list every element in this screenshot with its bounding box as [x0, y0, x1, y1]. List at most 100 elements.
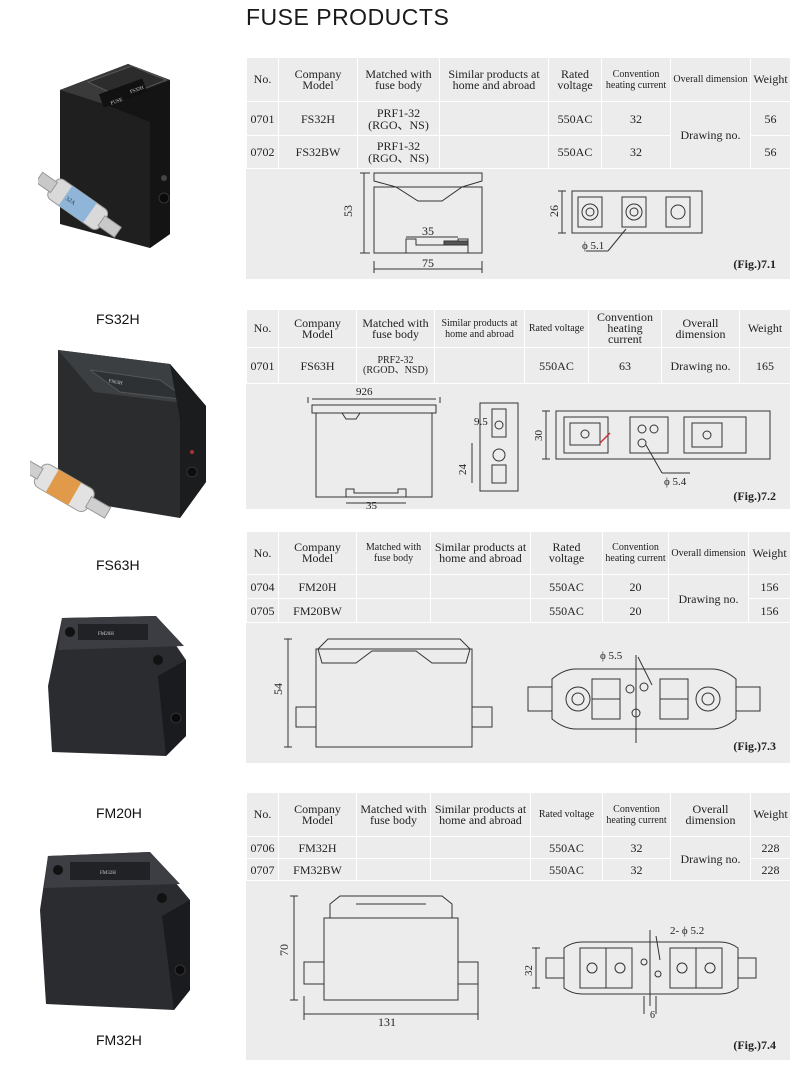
dimension-label: 54 [271, 683, 285, 695]
row-no: 0704 [246, 574, 279, 599]
row-voltage: 550AC [524, 347, 589, 384]
row-drawing-no: Drawing no. [670, 101, 751, 169]
row-similar [430, 598, 531, 623]
photo-label-text: FUSE [110, 98, 123, 107]
dimension-label: 26 [547, 205, 561, 217]
row-weight: 165 [739, 347, 791, 384]
figure-label: (Fig.)7.2 [733, 489, 776, 503]
dimension-label: 30 [533, 430, 545, 442]
dimension-label: 35 [422, 224, 434, 238]
row-matched: PRF1-32(RGO、NS) [357, 101, 440, 136]
header-weight: Weight [739, 309, 791, 348]
row-matched: PRF1-32(RGO、NS) [357, 135, 440, 169]
row-voltage: 550AC [548, 135, 602, 169]
row-no: 0702 [246, 135, 279, 169]
product-label: FM20H [96, 805, 142, 821]
header-no: No. [246, 309, 279, 348]
product-label: FM32H [96, 1032, 142, 1048]
row-current: 63 [588, 347, 662, 384]
figure-label: (Fig.)7.3 [733, 739, 776, 753]
page-title: FUSE PRODUCTS [246, 4, 450, 30]
row-matched [356, 858, 431, 881]
fm32h-product-photo: FM32H [40, 852, 190, 1010]
row-weight: 228 [750, 836, 791, 859]
technical-drawing: 53 35 75 26 ϕ 5.1 [341, 172, 703, 273]
row-similar [430, 858, 531, 881]
header-rated-voltage: Rated voltage [530, 792, 603, 837]
header-weight: Weight [748, 531, 791, 575]
row-similar [439, 101, 549, 136]
table-row: 0705 FM20BW 550AC 20 156 [246, 598, 791, 623]
row-matched [356, 574, 431, 599]
header-weight: Weight [750, 792, 791, 837]
row-weight: 56 [750, 101, 791, 136]
figure-label: (Fig.)7.1 [733, 257, 776, 271]
header-rated-voltage: Rated voltage [524, 309, 589, 348]
row-model: FM32H [278, 836, 357, 859]
row-similar [434, 347, 525, 384]
dimension-label: 35 [366, 500, 378, 509]
header-no: No. [246, 531, 279, 575]
row-weight: 228 [750, 858, 791, 881]
product-label: FS63H [96, 557, 140, 573]
row-no: 0701 [246, 347, 279, 384]
row-current: 32 [602, 858, 671, 881]
row-weight: 156 [748, 598, 791, 623]
table-row: 0702 FS32BW PRF1-32(RGO、NS) 550AC 32 56 [246, 135, 791, 169]
header-overall-dimension: Overall dimension [668, 531, 749, 575]
row-model: FM32BW [278, 858, 357, 881]
fs63h-product-photo: FS63H [30, 350, 206, 519]
header-overall-dimension: Overall dimension [670, 57, 751, 102]
table-row: 0704 FM20H 550AC 20 Drawing no. 156 [246, 574, 791, 623]
fs32h-product-photo: FUSE FS32H 32A [38, 64, 170, 248]
header-no: No. [246, 57, 279, 102]
row-current: 20 [602, 574, 669, 599]
row-model: FS32H [278, 101, 358, 136]
row-matched [356, 598, 431, 623]
dimension-label: 70 [277, 944, 291, 956]
dimension-label: 6 [650, 1010, 655, 1021]
table-row: 0701 FS63H PRF2-32(RGOD、NSD) 550AC 63 Dr… [246, 347, 791, 384]
row-voltage: 550AC [530, 598, 603, 623]
row-weight: 156 [748, 574, 791, 599]
row-drawing-no: Drawing no. [668, 574, 749, 623]
dimension-label: 24 [457, 464, 469, 476]
row-model: FM20BW [278, 598, 357, 623]
dimension-label: 131 [378, 1015, 396, 1029]
photo-label-text: FM32H [100, 871, 116, 876]
row-voltage: 550AC [530, 574, 603, 599]
dimension-label: 926 [356, 386, 373, 398]
technical-drawing: 54 ϕ 5.5 [271, 638, 761, 748]
header-weight: Weight [750, 57, 791, 102]
technical-drawing: 70 131 2- ϕ 5.2 32 6 [277, 895, 757, 1029]
dimension-label: 53 [341, 205, 355, 217]
dimension-label: ϕ 5.4 [664, 476, 687, 488]
row-drawing-no: Drawing no. [670, 836, 751, 881]
row-matched [356, 836, 431, 859]
row-current: 32 [601, 101, 671, 136]
technical-drawing: 926 35 9.5 24 30 ϕ 5.4 [307, 386, 771, 509]
row-voltage: 550AC [548, 101, 602, 136]
dimension-label: ϕ 5.1 [582, 240, 604, 252]
